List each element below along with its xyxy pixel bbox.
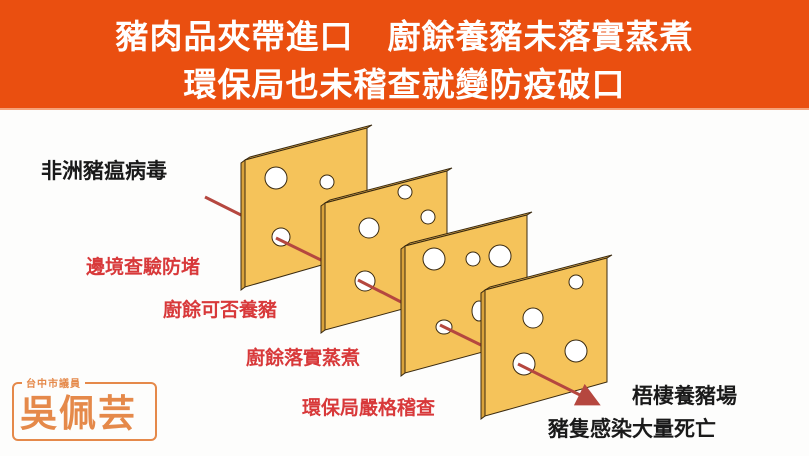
virus-path-segment bbox=[275, 236, 326, 264]
outcome-label-line-2: 豬隻感染大量死亡 bbox=[548, 417, 716, 441]
virus-path-segment bbox=[357, 278, 406, 306]
logo-name: 吳佩芸 bbox=[20, 392, 137, 435]
virus-path-segment bbox=[439, 323, 486, 349]
councilor-logo: 台中市議員 吳佩芸 bbox=[12, 375, 157, 441]
banner-title-line-2: 環保局也未稽查就變防疫破口 bbox=[183, 65, 626, 104]
outcome-label-line-1: 梧棲養豬場 bbox=[632, 384, 737, 408]
layer-label-1: 邊境查驗防堵 bbox=[86, 256, 201, 278]
layer-label-3: 廚餘落實蒸煮 bbox=[246, 347, 361, 369]
layer-label-2: 廚餘可否養豬 bbox=[163, 299, 278, 321]
cheese-slice-4 bbox=[480, 254, 613, 420]
source-label-virus: 非洲豬瘟病毒 bbox=[41, 159, 167, 183]
virus-path-arrow-icon bbox=[517, 362, 601, 406]
virus-path-segment bbox=[204, 195, 246, 219]
layer-label-4: 環保局嚴格稽查 bbox=[302, 397, 436, 419]
title-banner: 豬肉品夾帶進口 廚餘養豬未落實蒸煮 環保局也未稽查就變防疫破口 bbox=[0, 0, 809, 110]
logo-subtitle: 台中市議員 bbox=[22, 375, 85, 390]
banner-title-line-1: 豬肉品夾帶進口 廚餘養豬未落實蒸煮 bbox=[115, 17, 694, 56]
